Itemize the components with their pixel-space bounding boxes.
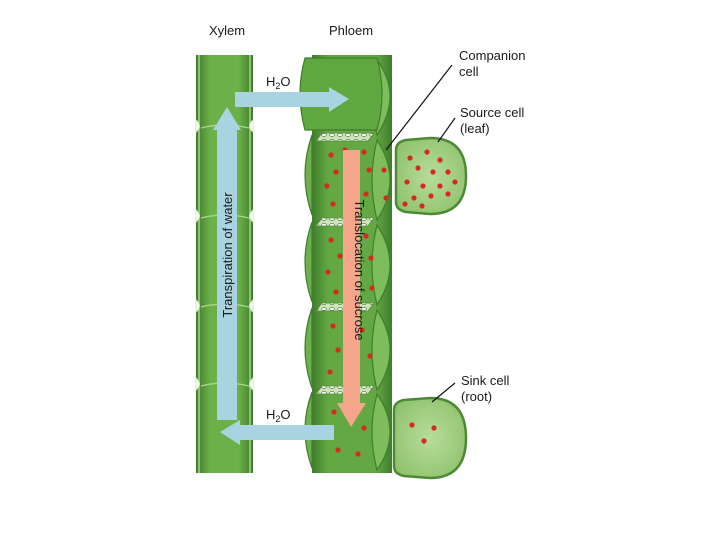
transpiration-arrow [213,107,241,420]
xylem-label: Xylem [209,23,245,38]
companion-cell-label-line1: Companion [459,48,526,63]
water-arrow-top [235,87,349,112]
water-arrow-bottom [220,420,334,445]
sink-cell-label-line2: (root) [461,389,492,404]
water-label-bottom: H2O [266,407,291,424]
water-label-top: H2O [266,74,291,91]
transpiration-label: Transpiration of water [220,192,235,318]
sink-cell [392,396,468,480]
source-cell [394,136,468,216]
source-cell-label-line1: Source cell [460,105,524,120]
source-cell-label-line2: (leaf) [460,121,490,136]
translocation-arrow [337,150,366,427]
sink-cell-label-line1: Sink cell [461,373,510,388]
phloem-label: Phloem [329,23,373,38]
companion-cell-label-line2: cell [459,64,479,79]
translocation-label: Translocation of sucrose [352,199,367,340]
sucrose-molecules [324,147,389,457]
leader-lines [385,64,456,403]
